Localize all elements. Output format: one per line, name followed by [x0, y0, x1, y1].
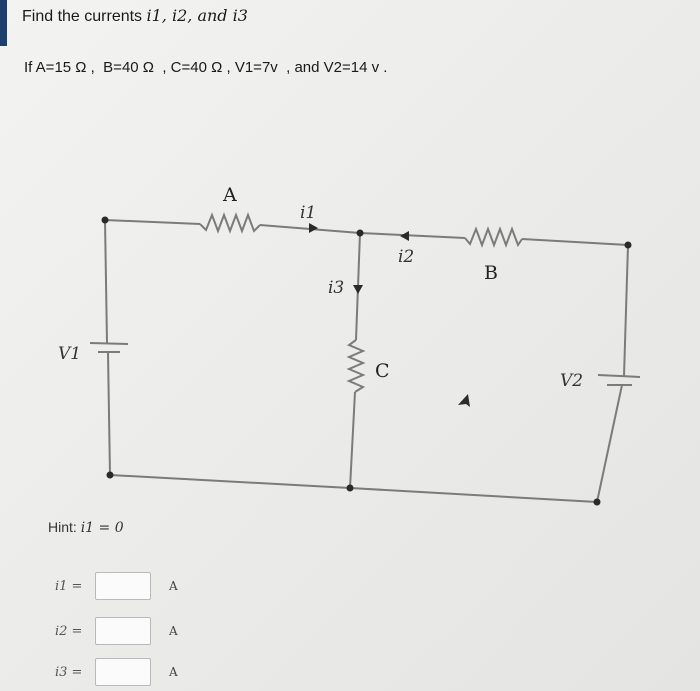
- answer-row-i1: i1 = A: [55, 570, 178, 602]
- answer-unit-i2: A: [169, 624, 178, 638]
- source-v1-label: V1: [58, 344, 81, 364]
- answer-input-i2[interactable]: [95, 617, 151, 645]
- junction-dots: [101, 216, 632, 506]
- arrow-i1: [309, 223, 318, 233]
- title-prefix: Find the currents: [22, 8, 147, 25]
- circuit-diagram: A B C V1 V2 i1 i2 i3: [58, 184, 641, 506]
- resistor-a-zigzag: [199, 212, 261, 234]
- question-title: Find the currents i1, i2, and i3: [22, 6, 248, 26]
- title-variables: i1, i2, and i3: [146, 6, 248, 25]
- resistor-b-zigzag: [464, 226, 523, 248]
- hint-expression: i1 = 0: [80, 520, 124, 536]
- resistor-b-label: B: [484, 262, 498, 284]
- answer-label-i2: i2 =: [55, 623, 83, 639]
- answer-unit-i3: A: [169, 665, 178, 679]
- hint-label: Hint:: [48, 519, 81, 535]
- answer-input-i1[interactable]: [95, 572, 151, 600]
- resistor-c-zigzag: [346, 339, 366, 393]
- arrow-i3: [353, 285, 363, 294]
- circuit-wires: [89, 212, 641, 503]
- source-v2-label: V2: [560, 371, 583, 391]
- current-i3-label: i3: [328, 278, 344, 298]
- resistor-c-label: C: [375, 360, 390, 382]
- given-values: If A=15 Ω , B=40 Ω , C=40 Ω , V1=7v , an…: [24, 59, 388, 76]
- resistor-a-label: A: [222, 184, 237, 206]
- mouse-cursor-icon: [458, 394, 470, 407]
- answer-row-i2: i2 = A: [55, 615, 178, 647]
- answer-unit-i1: A: [169, 579, 178, 593]
- hint-line: Hint: i1 = 0: [48, 519, 124, 536]
- arrow-i2: [400, 231, 409, 241]
- answer-input-i3[interactable]: [95, 658, 151, 686]
- current-i1-label: i1: [300, 203, 316, 223]
- current-i2-label: i2: [398, 247, 414, 267]
- answer-row-i3: i3 = A: [55, 656, 178, 688]
- answer-label-i3: i3 =: [55, 664, 83, 680]
- edge-accent-bar: [0, 0, 7, 46]
- answer-label-i1: i1 =: [55, 578, 83, 594]
